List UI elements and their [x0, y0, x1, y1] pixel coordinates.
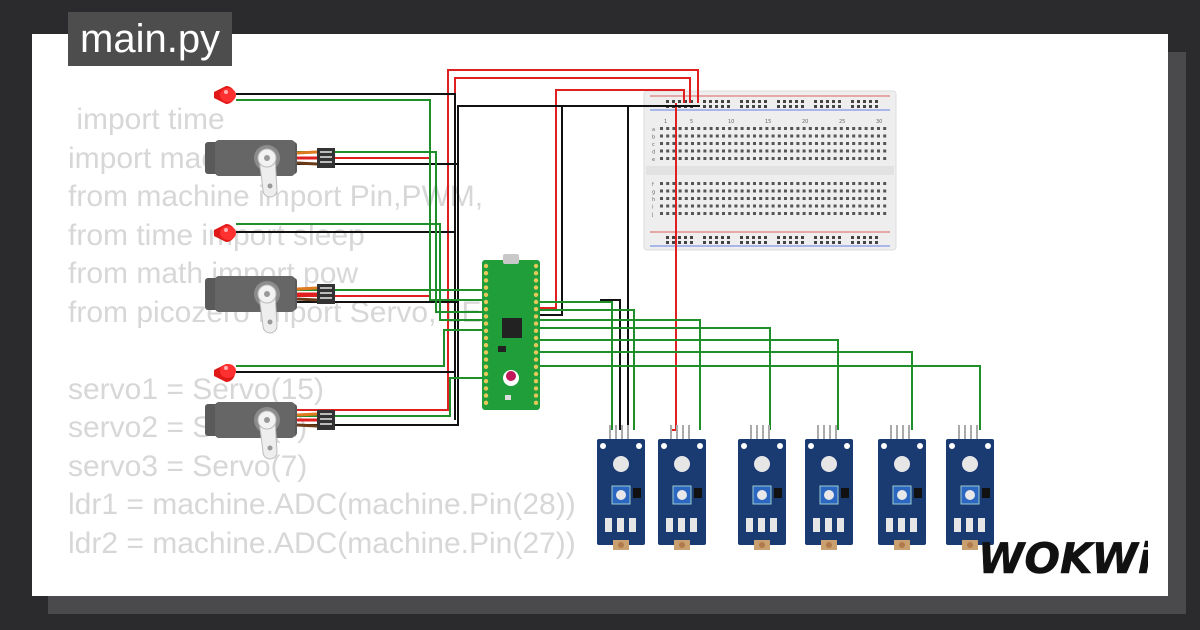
wire-green-led1	[236, 99, 482, 301]
ldr-module-1[interactable]	[597, 425, 645, 550]
wire-black-4	[600, 299, 621, 430]
breadboard-holes	[660, 100, 887, 244]
wire-red-1	[296, 69, 699, 411]
led-2[interactable]	[214, 224, 236, 242]
wire-green-ldr2	[540, 319, 701, 430]
breadboard-row-label: f	[652, 182, 654, 188]
wires	[236, 69, 981, 431]
breadboard-row-label: i	[652, 205, 653, 211]
wire-black-1	[296, 105, 700, 426]
code-line: servo1 = Servo(15)	[68, 372, 324, 406]
breadboard-column-label: 20	[802, 119, 808, 125]
code-line: import time	[68, 103, 225, 136]
breadboard-row-label: c	[652, 142, 655, 148]
breadboard-row-label: b	[652, 135, 655, 141]
wire-green-servo3	[296, 377, 482, 417]
wire-green-ldr4	[540, 339, 839, 430]
breadboard-column-label: 15	[765, 119, 771, 125]
wire-black-2	[540, 106, 563, 316]
breadboard-row-label: j	[651, 212, 653, 218]
wire-red-3	[540, 89, 685, 309]
wire-green-ldr6	[540, 365, 981, 430]
breadboard-column-label: 25	[839, 119, 845, 125]
servo-3[interactable]	[205, 402, 335, 460]
breadboard-column-label: 5	[690, 119, 693, 125]
led-1[interactable]	[214, 86, 236, 104]
ldr-module-3[interactable]	[738, 425, 786, 550]
wire-green-servo1	[296, 151, 482, 313]
servos	[205, 140, 335, 460]
ldr-module-6[interactable]	[946, 425, 994, 550]
wire-green-ldr5	[540, 351, 913, 430]
breadboard-column-label: 30	[876, 119, 882, 125]
code-line: ldr1 = machine.ADC(machine.Pin(28))	[68, 488, 576, 521]
breadboard-row-label: d	[652, 150, 655, 156]
raspberry-pi-pico[interactable]	[482, 254, 540, 410]
breadboard-column-label: 10	[728, 119, 734, 125]
wokwi-logo: WOKWi	[978, 534, 1148, 583]
wire-green-led2	[236, 223, 482, 321]
ldr-module-5[interactable]	[878, 425, 926, 550]
ldr-module-2[interactable]	[658, 425, 706, 550]
pico-pins	[483, 263, 539, 405]
code-line: ldr2 = machine.ADC(machine.Pin(27))	[68, 526, 576, 560]
code-line: from math import pow	[68, 257, 359, 290]
file-title: main.py	[68, 12, 233, 66]
ldr-modules	[597, 425, 994, 550]
servo-1[interactable]	[205, 140, 335, 198]
breadboard-row-label: e	[652, 157, 655, 163]
wire-green-ldr3	[540, 327, 771, 430]
wokwi-logo-text: WOKWi	[978, 534, 1148, 583]
wire-green-ldr1b	[540, 309, 635, 430]
code-line: servo3 = Servo(7)	[68, 449, 308, 483]
breadboard-row-label: h	[652, 197, 655, 203]
wire-green-led3	[236, 329, 482, 367]
servo-2[interactable]	[205, 276, 335, 334]
breadboard-row-label: g	[652, 190, 655, 196]
wire-green-ldr1	[540, 301, 613, 430]
breadboard-row-label: a	[652, 127, 655, 133]
breadboard-column-label: 1	[664, 119, 667, 125]
led-3[interactable]	[214, 364, 236, 382]
ldr-module-4[interactable]	[805, 425, 853, 550]
